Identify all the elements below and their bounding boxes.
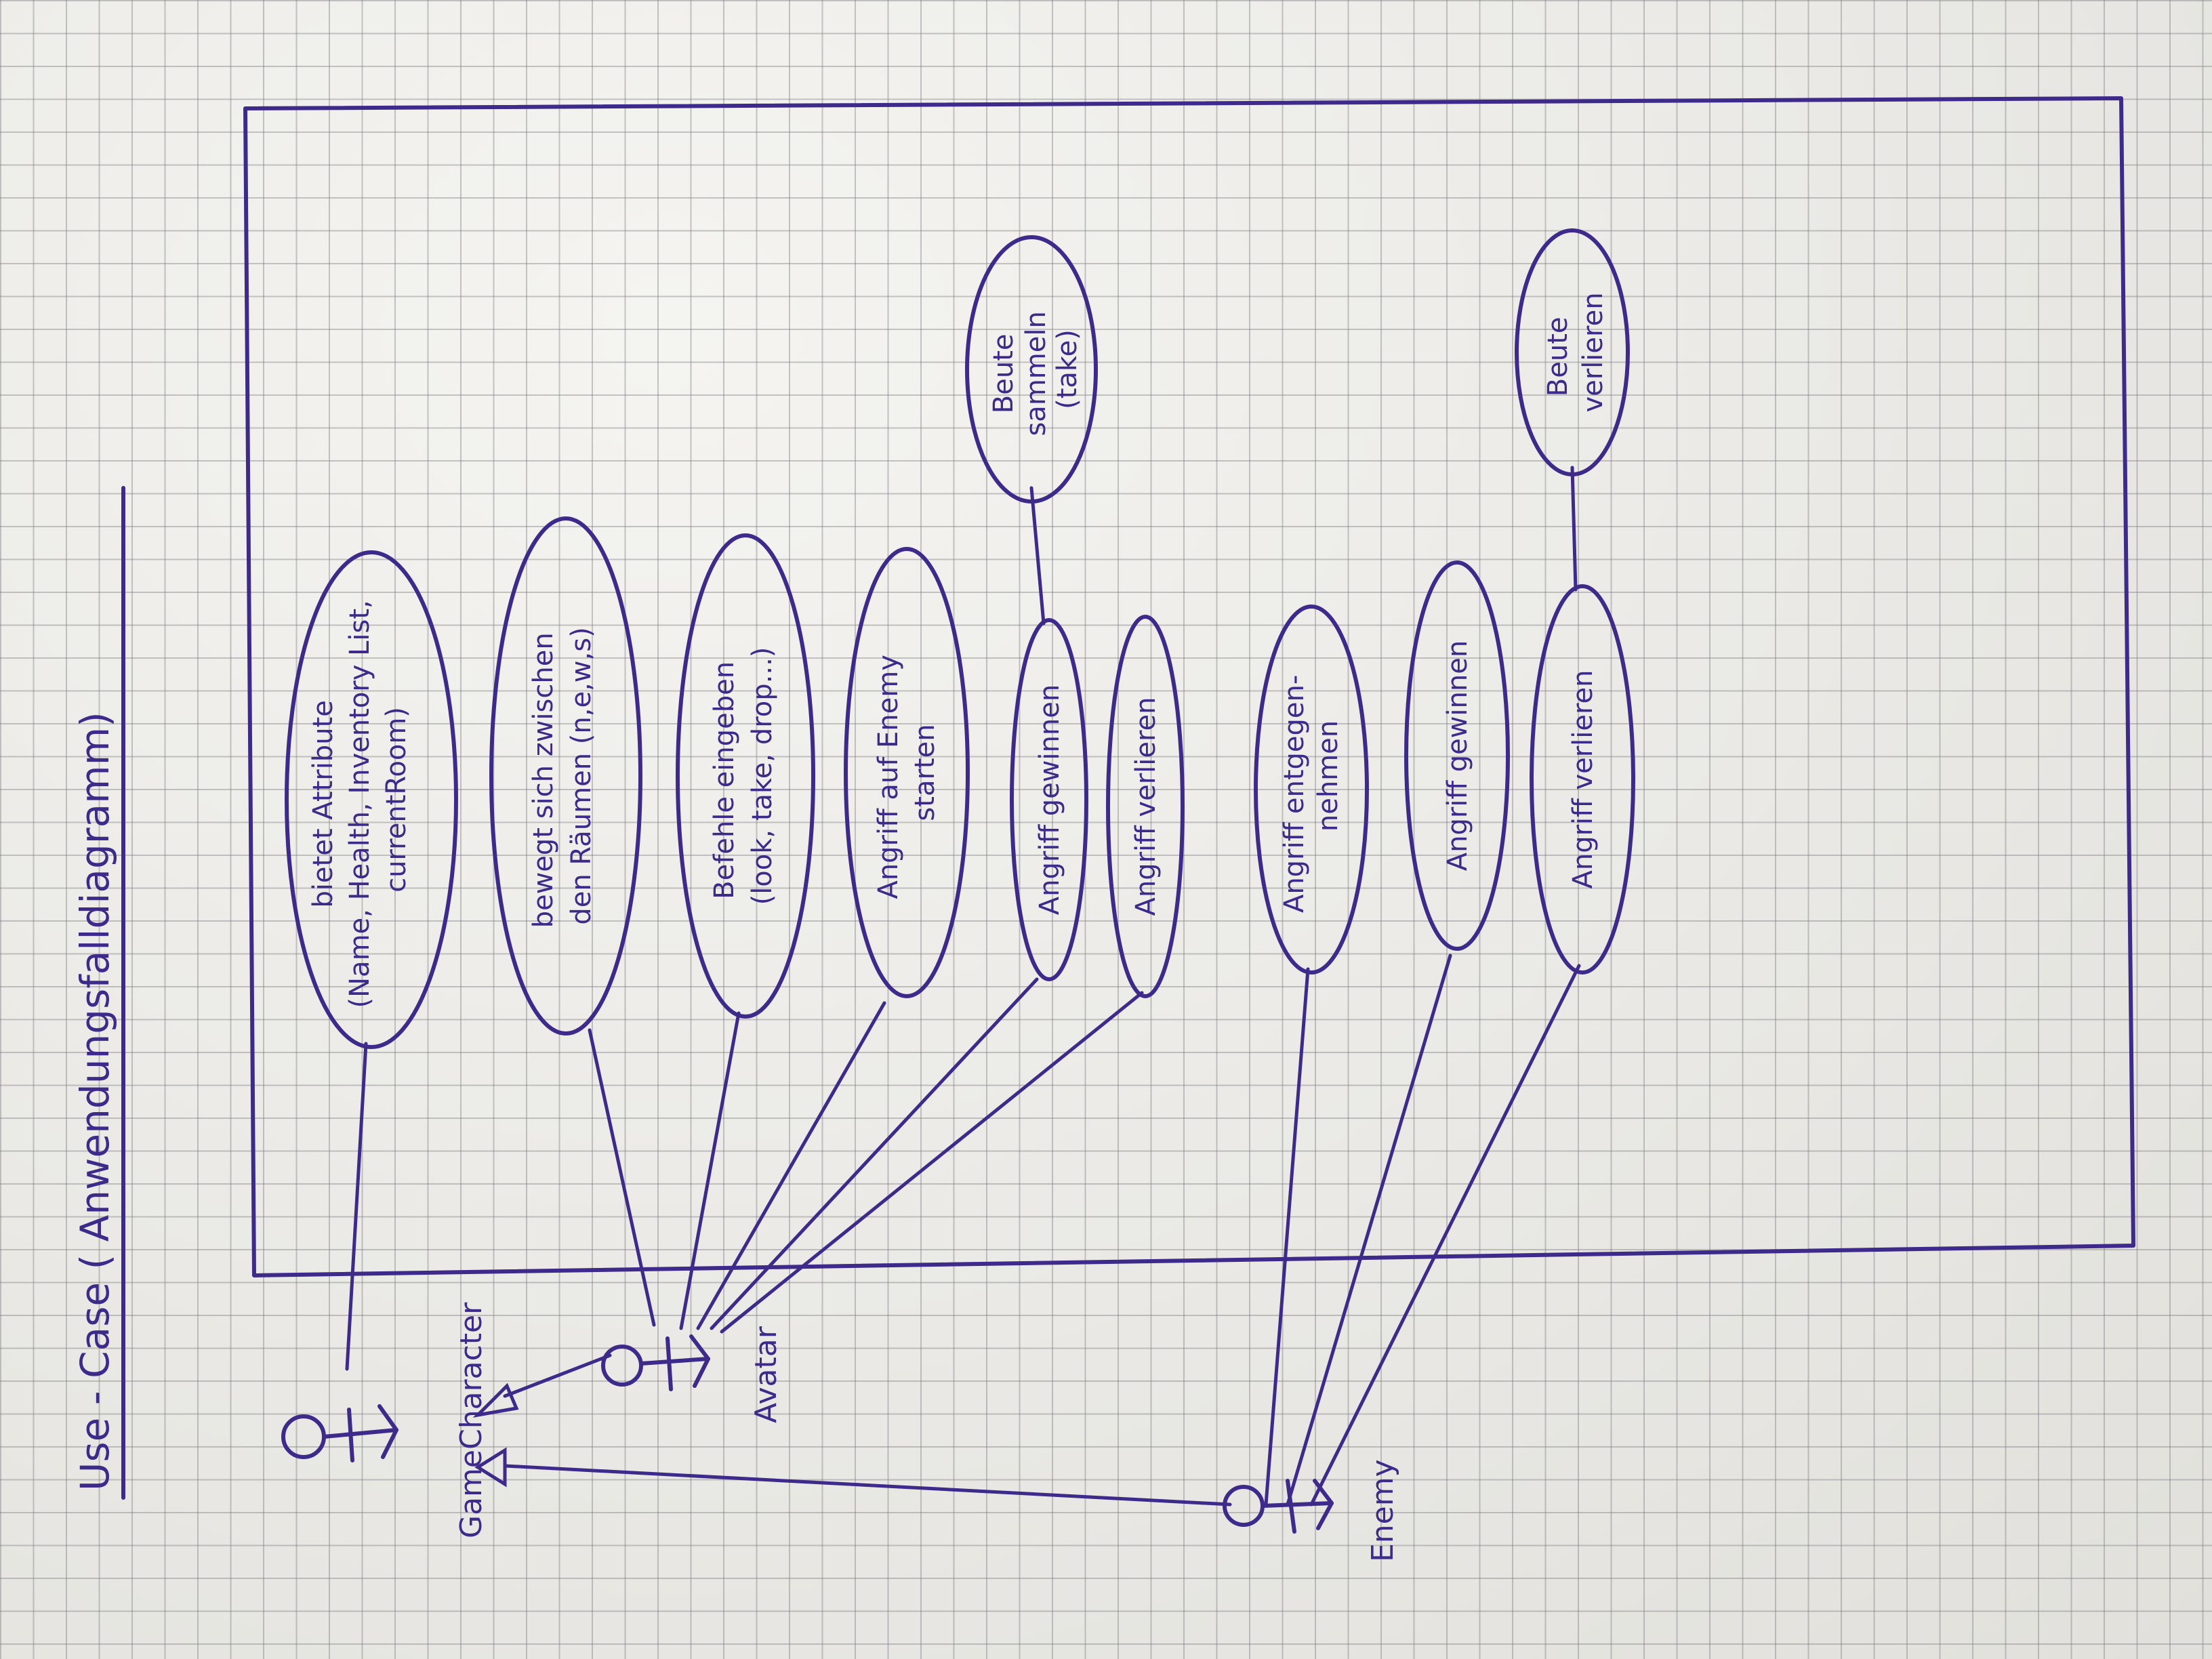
actor-body [322,1428,398,1439]
title-prefix: Use - Case ( [72,1242,118,1491]
use-case-ellipse [1106,615,1185,998]
use-case-enemy-receive: Angriff entgegen- nehmen [1254,605,1369,975]
actor-avatar-label: Avatar [749,1326,783,1423]
actor-leg-right [381,1428,398,1459]
extend-lose-loot [1570,466,1578,592]
use-case-ellipse [1530,584,1635,975]
use-case-ellipse [1254,605,1369,975]
extend-win-loot [1029,486,1046,626]
svg-text:bietet Attribute (Name,: bietet Attribute (Name, Health, Inventor… [308,592,412,1008]
svg-text:Beute sammeln (tak: Beute sammeln (take) [988,302,1083,436]
svg-text:Use - Case ( Anwendungsfalldia: Use - Case ( Anwendungsfalldiagramm) [72,712,118,1491]
title-suffix: ) [72,712,118,727]
assoc-avatar-commands [679,1011,741,1330]
use-case-line: Angriff auf Enemy [873,655,904,899]
gen-enemy-arrowhead [474,1447,507,1488]
use-case-line: verlieren [1578,292,1609,412]
actor-leg-left [1313,1479,1334,1505]
use-case-line: Angriff verlieren [1130,697,1162,916]
use-case-line: nehmen [1313,720,1344,832]
generalizations [472,1353,1232,1507]
svg-text:bewegt sich zwischen den: bewegt sich zwischen den Räumen (n,e,w,s… [528,624,597,928]
use-case-line: den Räumen (n,e,w,s) [566,627,597,924]
use-case-attribute: bietet Attribute (Name, Health, Inventor… [285,550,458,1049]
actor-leg-left [689,1334,710,1361]
actor-gamecharacter-label: GameCharacter [454,1302,489,1538]
use-case-loot-lose: Beute verlieren [1515,228,1630,476]
use-case-line: Angriff entgegen- [1279,675,1310,913]
use-case-ellipse [285,550,458,1049]
assoc-avatar-attackstart [696,1001,886,1330]
use-case-ellipse [965,235,1098,504]
use-case-enemy-win: Angriff gewinnen [1404,560,1510,951]
actor-arms [347,1408,354,1462]
svg-text:Angriff auf Enemy starte: Angriff auf Enemy starten [873,646,941,899]
use-case-attack-start: Angriff auf Enemy starten [844,547,970,998]
svg-text:Beute verlieren: Beute verlieren [1542,292,1609,412]
actor-arms [665,1336,673,1391]
use-case-loot-collect: Beute sammeln (take) [965,235,1098,504]
actor-avatar: Avatar [601,1326,783,1423]
use-case-commands: Befehle eingeben (look, take, drop...) [676,533,815,1019]
actor-enemy-label: Enemy [1366,1459,1400,1562]
use-case-ellipse [489,516,642,1036]
use-case-line: Befehle eingeben [709,661,740,899]
system-boundary [243,96,2135,1277]
use-case-line: currentRoom) [381,707,412,893]
use-case-line: starten [909,724,941,821]
actor-body [639,1357,710,1366]
svg-text:Befehle eingeben (look,: Befehle eingeben (look, take, drop...) [709,647,778,905]
use-case-ellipse [1010,618,1088,981]
actor-leg-right [1316,1501,1334,1530]
associations [345,466,1581,1507]
assoc-gamecharacter-attribute [345,1042,368,1371]
actor-body [1261,1501,1334,1508]
assoc-avatar-win [710,977,1039,1330]
actor-head [281,1414,326,1459]
use-case-avatar-win: Angriff gewinnen [1010,618,1088,981]
use-case-line: bewegt sich zwischen [528,632,559,928]
actor-leg-left [377,1404,398,1432]
assoc-avatar-lose [720,991,1144,1334]
svg-text:Angriff entgegen- nehmen: Angriff entgegen- nehmen [1279,666,1344,913]
title-underlined: Anwendungsfalldiagramm [72,727,118,1242]
actor-arms [1286,1479,1296,1534]
use-case-move: bewegt sich zwischen den Räumen (n,e,w,s… [489,516,642,1036]
use-case-ellipse [1515,228,1630,476]
use-case-line: Angriff gewinnen [1034,684,1065,915]
use-case-line: bietet Attribute [308,700,339,907]
use-case-enemy-lose: Angriff verlieren [1530,584,1635,975]
use-case-line: (take) [1052,329,1083,409]
use-case-line: Angriff gewinnen [1442,640,1473,871]
gen-enemy-line [503,1464,1232,1507]
use-case-line: (look, take, drop...) [747,647,778,905]
use-case-avatar-lose: Angriff verlieren [1106,615,1185,998]
assoc-enemy-lose [1309,964,1581,1507]
actor-leg-right [693,1357,710,1388]
use-case-ellipse [676,533,815,1019]
use-case-line: Beute [1542,317,1574,397]
assoc-enemy-receive [1264,967,1310,1507]
use-case-ellipse [1404,560,1510,951]
use-case-line: Beute [988,334,1019,414]
gen-avatar-line [503,1353,612,1398]
gen-avatar-arrowhead [472,1382,519,1418]
actor-enemy: Enemy [1223,1459,1400,1562]
actor-gamecharacter: GameCharacter [281,1302,489,1538]
diagram-title: Use - Case ( Anwendungsfalldiagramm) [72,486,125,1500]
actor-head [601,1345,643,1387]
use-case-line: sammeln [1021,311,1052,436]
assoc-enemy-win [1286,954,1452,1507]
assoc-avatar-move [588,1028,656,1327]
use-case-ellipse [844,547,970,998]
use-case-line: Angriff verlieren [1568,670,1599,888]
use-case-line: (Name, Health, Inventory List, [344,600,375,1008]
